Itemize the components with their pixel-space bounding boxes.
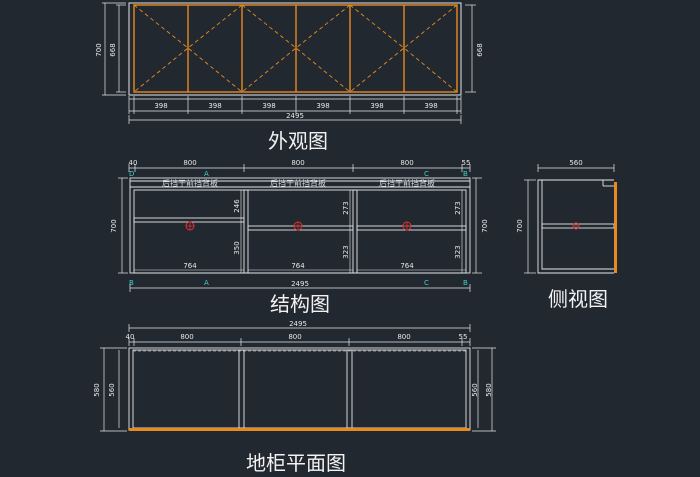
door-dividers — [187, 5, 405, 92]
structure-total-width: 2495 — [291, 280, 309, 288]
elevation-height-inner: 668 — [109, 43, 117, 56]
lower-height-2: 323 — [342, 245, 350, 258]
lower-height-1: 350 — [233, 241, 241, 254]
center-markers — [185, 221, 412, 231]
structure-carcass — [129, 177, 471, 274]
plan-right-dims — [472, 347, 496, 432]
plan-top-dim-3: 800 — [288, 333, 301, 341]
shelf-label-3: 后挡于前挡背板 — [379, 178, 435, 188]
plan-total-width: 2495 — [289, 320, 307, 328]
axis-top-2: A — [204, 170, 209, 178]
elevation-outline — [128, 2, 462, 96]
side-height: 700 — [516, 219, 524, 232]
plan-depth-right-inner: 560 — [471, 383, 479, 396]
structure-top-dim-3: 800 — [291, 159, 304, 167]
upper-height-1: 246 — [233, 199, 241, 213]
plan-top-dim-4: 800 — [397, 333, 410, 341]
axis-bottom-3: C — [424, 279, 429, 287]
door-width-dims — [128, 96, 462, 124]
plan-top-dim-5: 55 — [459, 333, 468, 341]
side-title: 侧视图 — [548, 287, 608, 311]
plan-top-dim-2: 800 — [180, 333, 193, 341]
door-width-3: 398 — [262, 102, 275, 110]
axis-bottom-2: A — [204, 279, 209, 287]
side-marker — [572, 222, 580, 230]
axis-bottom-1: B — [129, 279, 134, 287]
upper-height-2: 273 — [342, 201, 350, 214]
plan-door-strip — [129, 428, 470, 431]
side-width-dim — [537, 164, 615, 172]
structure-top-dim-4: 800 — [400, 159, 413, 167]
side-view: 560 700 侧视图 — [516, 159, 617, 311]
door-width-1: 398 — [154, 102, 167, 110]
elevation-right-dims — [465, 4, 476, 93]
structure-total-dim — [129, 284, 471, 292]
elevation-height-outer: 700 — [95, 43, 103, 56]
elevation-height-right: 668 — [476, 43, 484, 56]
side-door-panel — [614, 182, 617, 273]
door-swing-lines — [133, 4, 458, 93]
plan-depth-left-outer: 580 — [93, 383, 101, 396]
bottom-width-3: 764 — [400, 262, 414, 270]
structure-side-dims — [118, 177, 482, 274]
elevation-left-dims — [102, 2, 126, 96]
axis-top-4: B — [463, 170, 468, 178]
elevation-total-width: 2495 — [286, 112, 304, 120]
structure-inner-dims — [240, 190, 463, 273]
axis-bottom-4: B — [463, 279, 468, 287]
structure-title: 结构图 — [270, 292, 330, 316]
structure-height-right: 700 — [481, 219, 489, 232]
door-width-4: 398 — [316, 102, 329, 110]
elevation-title: 外观图 — [268, 129, 328, 153]
door-width-5: 398 — [370, 102, 383, 110]
elevation-view: 700 668 668 398 398 398 398 — [95, 2, 484, 153]
structure-top-dim-2: 800 — [183, 159, 196, 167]
plan-view: 2495 40 800 800 800 55 580 — [93, 320, 496, 475]
shelf-label-1: 后挡于前挡背板 — [162, 178, 218, 188]
plan-carcass — [128, 347, 471, 431]
axis-top-1: D — [129, 170, 134, 178]
plan-top-dims — [128, 338, 471, 346]
bottom-width-1: 764 — [183, 262, 197, 270]
structure-view: 40 800 800 800 55 D A C B 后挡于前挡背板 后挡于前挡背… — [110, 159, 489, 316]
structure-top-dim-1: 40 — [129, 159, 138, 167]
side-carcass — [537, 179, 615, 274]
plan-depth-right-outer: 580 — [485, 383, 493, 396]
upper-height-3: 273 — [454, 201, 462, 214]
lower-height-3: 323 — [454, 245, 462, 258]
structure-top-dim-5: 55 — [462, 159, 471, 167]
structure-height-left: 700 — [110, 219, 118, 232]
plan-top-dim-1: 40 — [126, 333, 135, 341]
plan-title: 地柜平面图 — [246, 451, 346, 475]
plan-depth-left-inner: 560 — [108, 383, 116, 396]
door-width-2: 398 — [208, 102, 221, 110]
shelf-label-2: 后挡于前挡背板 — [270, 178, 326, 188]
side-width: 560 — [569, 159, 582, 167]
side-height-dim — [524, 179, 536, 274]
structure-top-dims — [128, 164, 471, 172]
plan-left-dims — [100, 347, 127, 432]
axis-top-3: C — [424, 170, 429, 178]
door-width-6: 398 — [424, 102, 437, 110]
bottom-width-2: 764 — [291, 262, 305, 270]
plan-total-dim — [128, 324, 471, 332]
